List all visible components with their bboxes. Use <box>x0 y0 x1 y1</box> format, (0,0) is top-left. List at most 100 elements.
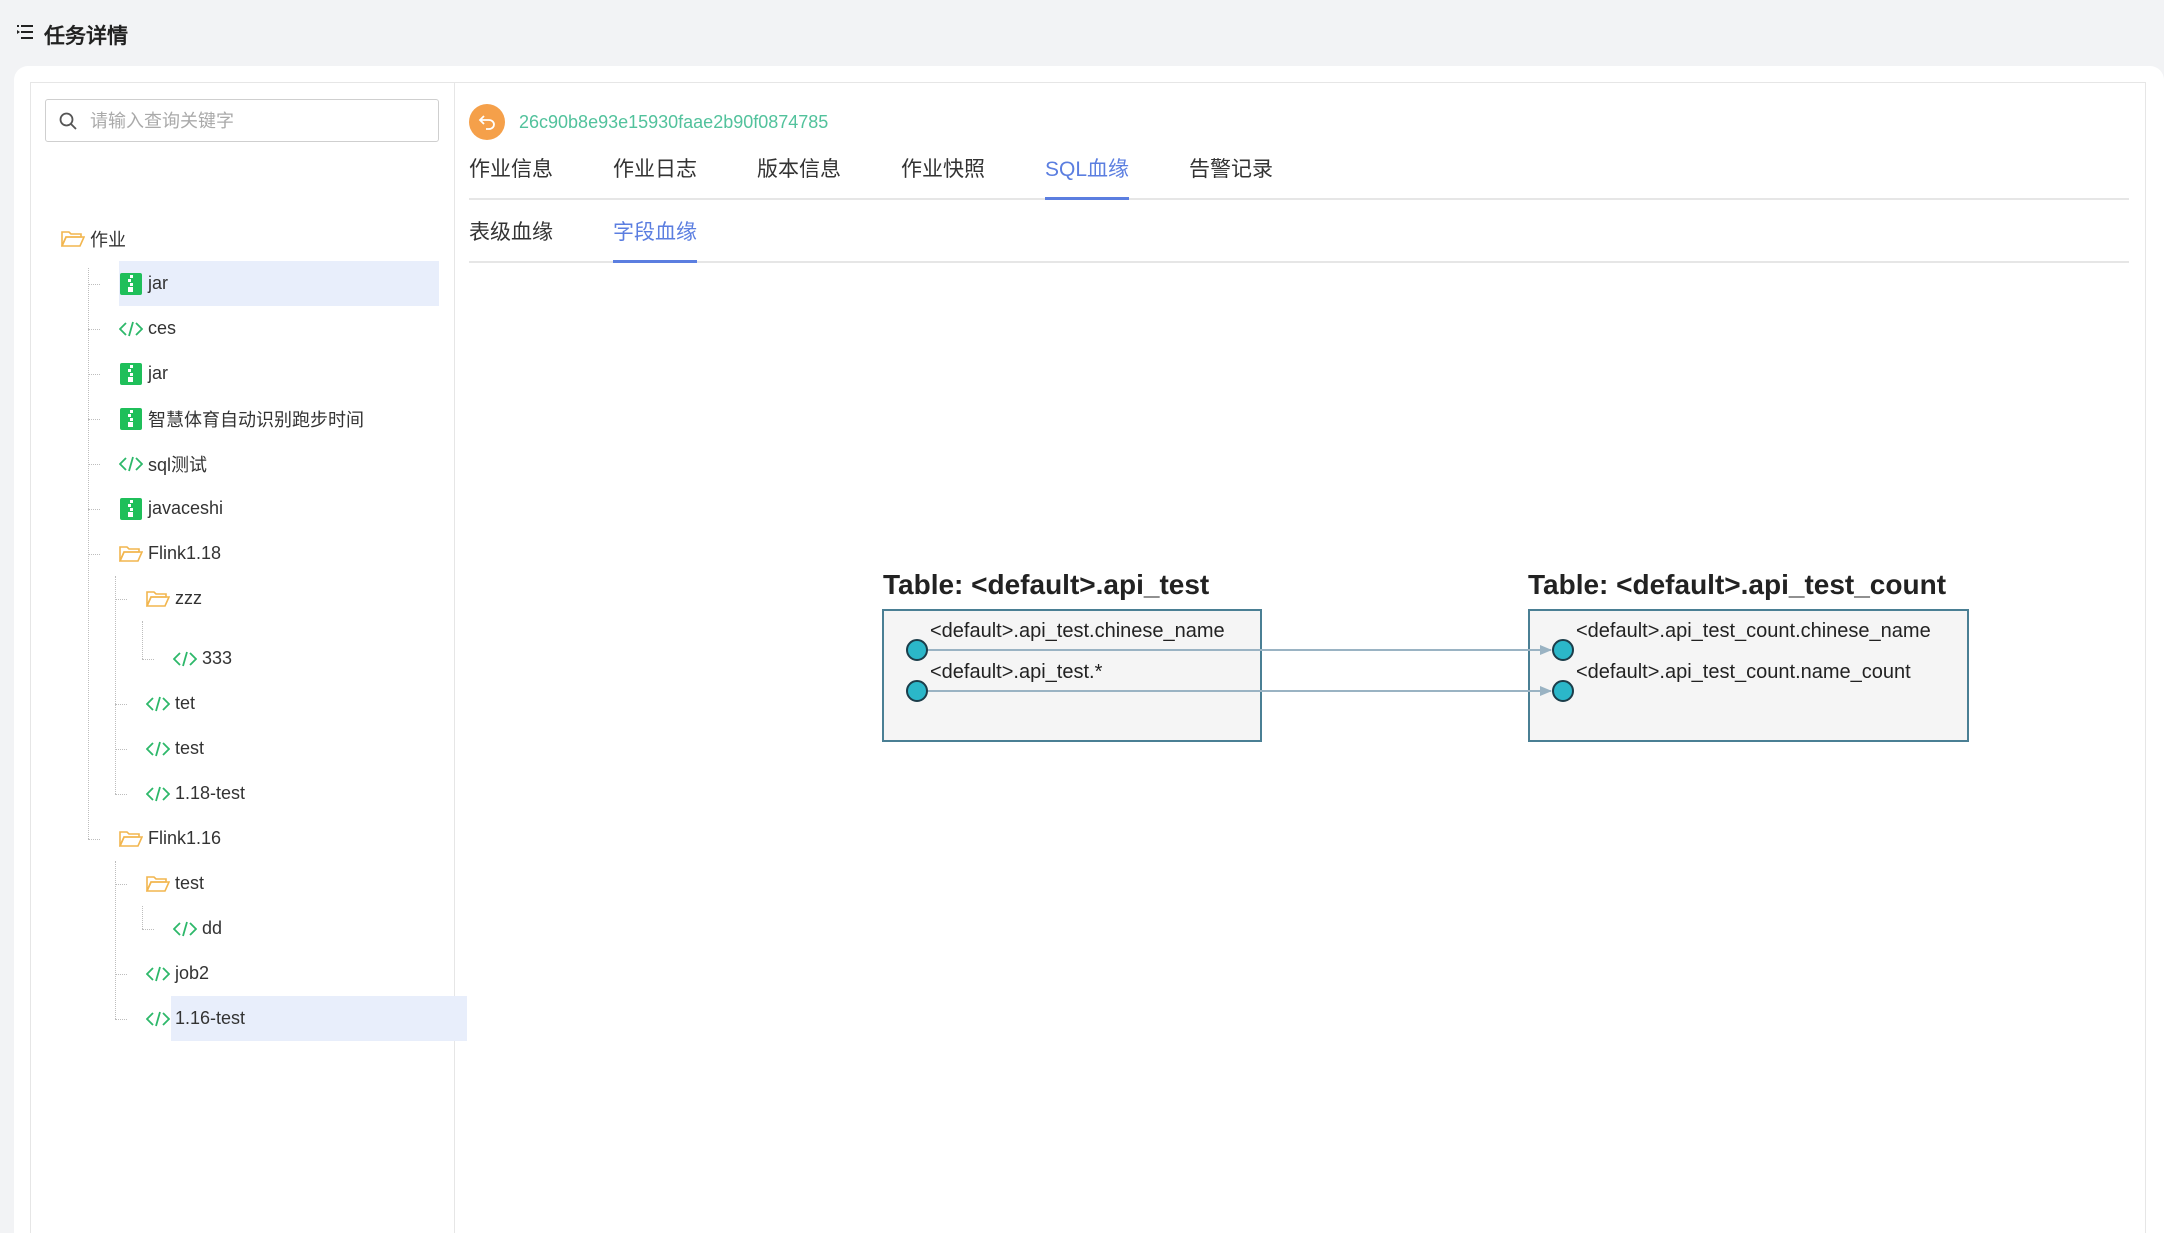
source-table-box[interactable] <box>882 609 1262 742</box>
source-table-title: Table: <default>.api_test <box>883 569 1209 600</box>
code-icon <box>146 692 170 716</box>
tree-node-label: jar <box>148 273 169 293</box>
code-icon <box>119 317 143 341</box>
tree-item-test[interactable]: test <box>146 726 204 771</box>
tree-connector <box>115 884 127 885</box>
main-tabs: 作业信息 作业日志 版本信息 作业快照 SQL血缘 告警记录 <box>469 151 2129 200</box>
detail-panel: 作业 jar ces <box>30 82 2146 1233</box>
folder-open-icon <box>61 227 85 251</box>
tree-item-dd[interactable]: dd <box>173 906 222 951</box>
tree-folder-root[interactable]: 作业 <box>61 216 126 261</box>
tree-connector <box>88 329 100 330</box>
tree-item-1-18-test[interactable]: 1.18-test <box>146 771 245 816</box>
code-icon <box>146 737 170 761</box>
code-icon <box>173 647 197 671</box>
lineage-subtabs: 表级血缘 字段血缘 <box>469 215 2129 263</box>
job-header: 26c90b8e93e15930faae2b90f0874785 <box>469 104 828 140</box>
code-icon <box>173 917 197 941</box>
tree-connector <box>142 906 143 929</box>
tab-sql-lineage[interactable]: SQL血缘 <box>1045 151 1130 200</box>
tree-node-label: jar <box>148 363 169 383</box>
tree-connector <box>115 576 116 794</box>
source-field-port[interactable] <box>906 639 928 661</box>
tree-connector <box>88 284 100 285</box>
subtab-field-lineage[interactable]: 字段血缘 <box>613 215 697 263</box>
tree-node-label: sql测试 <box>148 454 208 475</box>
tree-item-ces[interactable]: ces <box>119 306 176 351</box>
code-icon <box>146 782 170 806</box>
target-field-label: <default>.api_test_count.name_count <box>1576 661 1911 683</box>
tree-item-1-16-test[interactable]: 1.16-test <box>146 996 467 1041</box>
target-field-port[interactable] <box>1552 680 1574 702</box>
tree-node-label: tet <box>175 693 196 713</box>
target-table-title: Table: <default>.api_test_count <box>1528 569 1946 600</box>
tree-item-javaceshi[interactable]: javaceshi <box>119 486 223 531</box>
tree-node-label: 作业 <box>90 229 126 250</box>
tree-connector <box>115 1019 127 1020</box>
tree-node-label: Flink1.16 <box>148 828 222 848</box>
tree-item-tet[interactable]: tet <box>146 681 195 726</box>
target-table-box[interactable] <box>1528 609 1969 742</box>
source-field-label: <default>.api_test.* <box>930 661 1103 683</box>
content-card: 作业 jar ces <box>14 66 2164 1233</box>
jar-file-icon <box>119 497 143 521</box>
tab-version-info[interactable]: 版本信息 <box>757 158 841 181</box>
back-arrow-icon <box>478 115 495 130</box>
code-icon <box>119 452 143 476</box>
source-field-label: <default>.api_test.chinese_name <box>930 620 1225 642</box>
tree-item-job2[interactable]: job2 <box>146 951 209 996</box>
jar-file-icon <box>119 407 143 431</box>
job-detail-main: 26c90b8e93e15930faae2b90f0874785 作业信息 作业… <box>455 83 2147 1233</box>
search-input[interactable] <box>90 106 430 136</box>
target-field-label: <default>.api_test_count.chinese_name <box>1576 620 1931 642</box>
tree-node-label: 333 <box>202 648 233 668</box>
job-id: 26c90b8e93e15930faae2b90f0874785 <box>519 111 829 132</box>
tree-item-sqltest[interactable]: sql测试 <box>119 441 207 486</box>
tree-connector <box>115 861 116 1019</box>
tree-folder-flink116[interactable]: Flink1.16 <box>119 816 221 861</box>
tree-connector <box>142 929 154 930</box>
tree-node-label: Flink1.18 <box>148 543 222 563</box>
tree-item-zhihui[interactable]: 智慧体育自动识别跑步时间 <box>119 396 364 441</box>
page-title: 任务详情 <box>44 25 128 48</box>
tree-node-label: javaceshi <box>148 498 224 518</box>
code-icon <box>146 962 170 986</box>
tree-connector <box>115 794 127 795</box>
tree-folder-zzz[interactable]: zzz <box>146 576 202 621</box>
tree-node-label: test <box>175 738 205 758</box>
tree-connector <box>88 268 89 839</box>
tree-item-jar-1[interactable]: jar <box>119 261 439 306</box>
jar-file-icon <box>119 272 143 296</box>
subtab-table-lineage[interactable]: 表级血缘 <box>469 221 553 244</box>
target-field-port[interactable] <box>1552 639 1574 661</box>
tree-connector <box>115 749 127 750</box>
tree-node-label: 智慧体育自动识别跑步时间 <box>148 409 364 430</box>
top-bar: 任务详情 <box>0 0 2164 66</box>
tree-node-label: job2 <box>175 963 210 983</box>
source-field-port[interactable] <box>906 680 928 702</box>
search-box <box>45 99 439 142</box>
tree-item-333[interactable]: 333 <box>173 636 232 681</box>
tree-node-label: test <box>175 873 205 893</box>
search-icon <box>59 112 77 130</box>
back-button[interactable] <box>469 104 505 140</box>
code-icon <box>146 1007 170 1031</box>
tree-item-jar-2[interactable]: jar <box>119 351 168 396</box>
jar-file-icon <box>119 362 143 386</box>
tab-job-snapshot[interactable]: 作业快照 <box>901 158 985 181</box>
menu-list-icon[interactable] <box>16 23 34 41</box>
tree-connector <box>142 659 154 660</box>
field-lineage-graph: Table: <default>.api_test <default>.api_… <box>882 569 1969 742</box>
tree-node-label: ces <box>148 318 177 338</box>
folder-open-icon <box>146 587 170 611</box>
folder-open-icon <box>146 872 170 896</box>
tree-connector <box>88 509 100 510</box>
tab-alert-records[interactable]: 告警记录 <box>1189 158 1273 181</box>
tree-connector <box>115 599 127 600</box>
tab-job-log[interactable]: 作业日志 <box>613 158 697 181</box>
tree-folder-flink118[interactable]: Flink1.18 <box>119 531 221 576</box>
tree-folder-test[interactable]: test <box>146 861 204 906</box>
tab-job-info[interactable]: 作业信息 <box>469 158 553 181</box>
tree-node-label: 1.18-test <box>175 783 246 803</box>
tree-connector <box>88 464 100 465</box>
